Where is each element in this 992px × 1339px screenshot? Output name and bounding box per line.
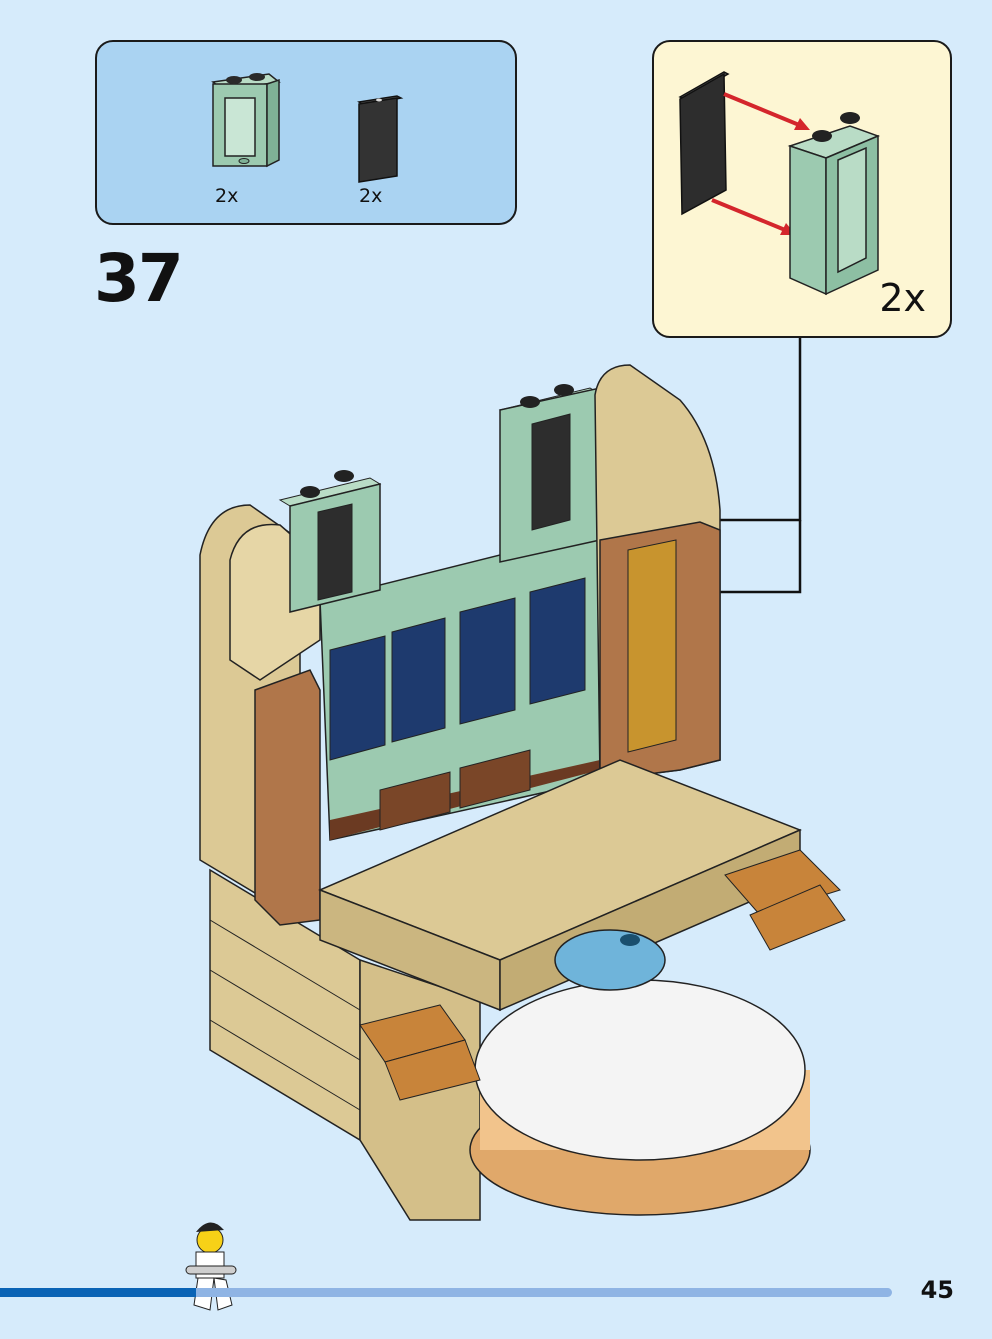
part-quantity-frame: 2x [215,185,239,207]
window-wall [319,529,601,841]
new-window-frames [278,384,602,613]
subassembly-illustration [678,71,881,296]
right-tan-tower [594,364,721,781]
black-pane-part-icon [357,95,404,183]
subassembly-callout: 2x [652,40,952,338]
left-tan-tower [199,504,321,926]
tan-base-block [209,868,481,1221]
step-number: 37 [94,240,184,317]
callout-pointer-lines [378,338,802,606]
page-number: 45 [920,1276,954,1304]
subassembly-quantity: 2x [879,276,926,320]
round-white-platform [469,929,811,1216]
window-frame-part-icon [211,73,281,168]
right-drawers [359,849,846,1101]
tan-stud-plate [318,759,802,1012]
parts-illustrations [211,73,404,183]
parts-callout: 2x 2x [95,40,517,225]
progress-fill [0,1288,197,1297]
part-quantity-pane: 2x [359,185,383,207]
progress-track [0,1288,892,1297]
